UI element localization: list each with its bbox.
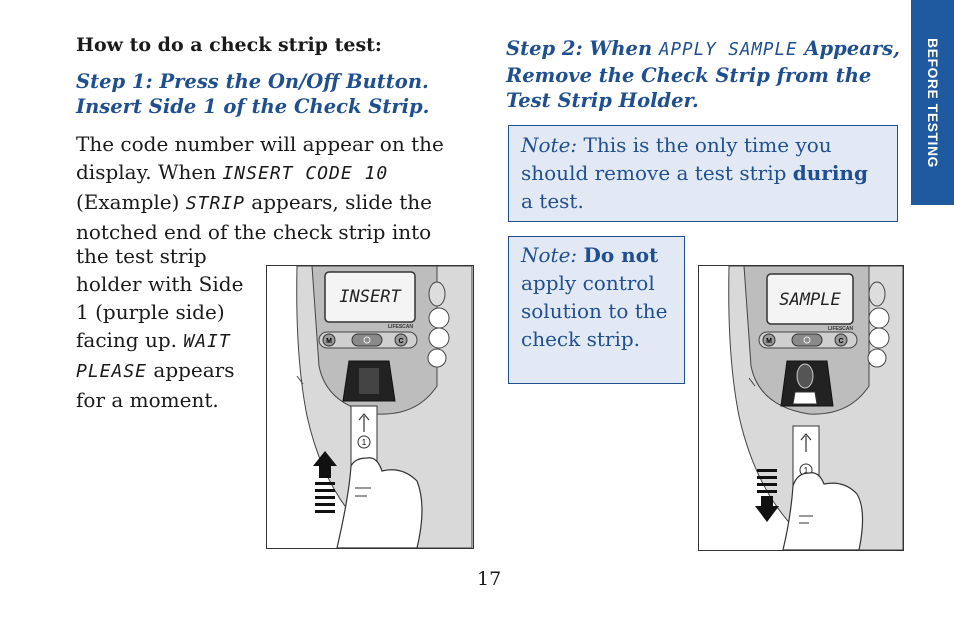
m-button-label: M	[326, 338, 332, 345]
meter-brand: LIFESCAN	[828, 326, 853, 332]
lcd-text-insert-code: INSERT CODE 10	[222, 163, 389, 184]
hand-illustration	[336, 457, 423, 548]
note-box-1: Note: This is the only time you should r…	[508, 125, 898, 222]
meter-m-button	[322, 333, 336, 347]
power-icon	[363, 336, 371, 344]
meter-display	[324, 271, 416, 323]
note-text: apply control solution to the check stri…	[521, 271, 668, 351]
hand-illustration	[782, 472, 864, 550]
strip-side-number: 1	[804, 466, 809, 475]
remove-arrow-icon	[755, 496, 779, 522]
side-button-icon	[867, 348, 887, 368]
strip-slot	[359, 368, 379, 394]
paragraph-text: appears for a moment.	[76, 358, 235, 412]
note-text: This is the only time you should remove …	[521, 133, 832, 185]
meter-display	[766, 273, 854, 325]
m-button-label: M	[766, 338, 772, 345]
note-label: Note:	[521, 133, 578, 157]
meter-power-button	[351, 333, 383, 347]
step-2-prefix: Step 2: When	[506, 37, 659, 60]
lcd-text-strip: STRIP	[185, 193, 245, 214]
note-label: Note:	[521, 243, 578, 267]
step-2-suffix: Appears, Remove the Check Strip from the…	[506, 37, 900, 112]
step-1-heading: Step 1: Press the On/Off Button. Insert …	[76, 70, 430, 118]
insert-arrow-icon	[313, 451, 337, 478]
paragraph-text: the test strip holder with Side 1 (purpl…	[76, 244, 244, 352]
meter-power-button	[791, 333, 823, 347]
note-text: a test.	[521, 189, 584, 213]
power-icon	[803, 336, 811, 344]
lcd-text-wait-please: WAIT PLEASE	[76, 331, 231, 382]
illustration-remove-strip: SAMPLE LIFESCAN M C 1	[698, 265, 904, 551]
side-button-icon	[427, 348, 447, 368]
side-button-icon	[428, 281, 446, 307]
instruction-paragraph-2: the test strip holder with Side 1 (purpl…	[76, 242, 251, 414]
side-button-icon	[428, 307, 450, 329]
meter-c-button	[394, 333, 408, 347]
side-button-icon	[868, 281, 886, 307]
paragraph-text: The code number will appear on the displ…	[76, 132, 444, 184]
side-button-icon	[868, 327, 890, 349]
instruction-paragraph-1: The code number will appear on the displ…	[76, 130, 461, 246]
c-button-label: C	[398, 338, 403, 345]
meter-m-button	[762, 333, 776, 347]
note-emphasis: during	[792, 161, 868, 185]
meter-brand: LIFESCAN	[388, 324, 413, 330]
lcd-text-apply-sample: APPLY SAMPLE	[658, 40, 798, 60]
section-heading: How to do a check strip test:	[76, 34, 382, 56]
note-emphasis: Do not	[583, 243, 659, 267]
section-side-tab: BEFORE TESTING	[911, 0, 954, 205]
c-button-label: C	[838, 338, 843, 345]
side-button-icon	[428, 327, 450, 349]
strip-slot	[796, 363, 814, 389]
arrow-up-icon	[800, 433, 812, 441]
page-number: 17	[477, 568, 502, 590]
note-box-2: Note: Do not apply control solution to t…	[508, 236, 685, 384]
illustration-insert-strip: INSERT LIFESCAN M C 1	[266, 265, 474, 549]
paragraph-text: (Example)	[76, 190, 186, 214]
paragraph-text: appears, slide the notched end of the ch…	[76, 190, 432, 244]
meter-c-button	[834, 333, 848, 347]
arrow-up-icon	[358, 413, 370, 421]
step-2-heading: Step 2: When APPLY SAMPLE Appears, Remov…	[506, 36, 906, 113]
side-tab-label: BEFORE TESTING	[924, 37, 941, 168]
side-button-icon	[868, 307, 890, 329]
side-1-marker	[357, 435, 371, 449]
strip-side-number: 1	[362, 438, 367, 447]
meter-display-text: INSERT	[339, 287, 402, 307]
meter-display-text: SAMPLE	[779, 290, 841, 310]
